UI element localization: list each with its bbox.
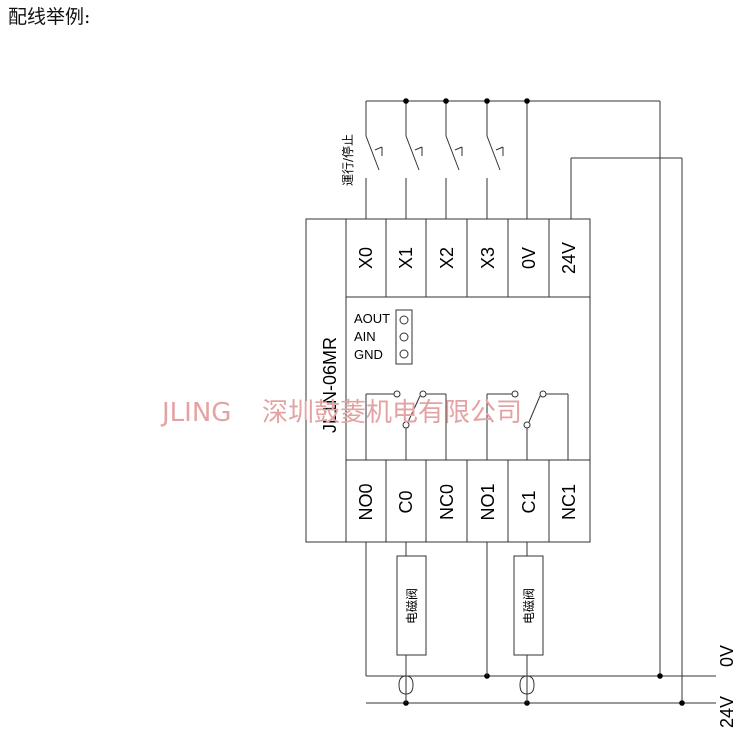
page-title: 配线举例:	[8, 6, 91, 28]
run-stop-switches	[365, 135, 504, 219]
solenoid-valve-2-label: 电磁阀	[521, 588, 536, 624]
terminal-x1: X1	[396, 247, 416, 269]
output-terminal-block	[345, 459, 591, 543]
watermark-company: 深圳鼓菱机电有限公司	[262, 398, 522, 428]
analog-label-aout: AOUT	[354, 311, 390, 326]
watermark-brand: JLING	[160, 398, 231, 428]
output-terminal-dividers	[385, 460, 550, 542]
solenoid-valve-2	[513, 555, 544, 656]
analog-label-ain: AIN	[354, 329, 376, 344]
terminal-0v: 0V	[519, 247, 539, 269]
output-wiring-2	[486, 542, 535, 703]
analog-pin-gnd	[399, 349, 409, 359]
rail-24v-label: 24V	[717, 696, 737, 728]
terminal-no0: NO0	[356, 483, 376, 520]
model-name: JL1N-06MR	[320, 337, 340, 433]
rail-24v	[366, 700, 716, 706]
terminal-no1: NO1	[478, 483, 498, 520]
terminal-c0: C0	[396, 490, 416, 513]
terminal-x3: X3	[478, 247, 498, 269]
solenoid-valve-1	[396, 555, 427, 656]
terminal-x0: X0	[356, 247, 376, 269]
analog-label-gnd: GND	[354, 347, 383, 362]
analog-pin-aout	[399, 315, 409, 325]
terminal-c1: C1	[519, 490, 539, 513]
solenoid-valve-1-label: 电磁阀	[404, 588, 419, 624]
rail-0v	[366, 673, 716, 679]
relay-contact-1	[365, 390, 447, 460]
analog-pin-ain	[399, 332, 409, 342]
input-terminal-dividers	[385, 219, 550, 297]
input-common-wire	[365, 98, 661, 676]
switch-label: 運行/停止	[340, 134, 355, 186]
input-terminal-block	[345, 218, 591, 298]
feed-24v-wire	[570, 157, 683, 703]
terminal-nc0: NC0	[437, 484, 457, 520]
analog-connector	[395, 309, 413, 365]
relay-contact-2	[486, 390, 569, 460]
module-body	[305, 218, 591, 543]
rail-0v-label: 0V	[717, 645, 737, 667]
terminal-x2: X2	[437, 247, 457, 269]
terminal-24v: 24V	[559, 242, 579, 274]
output-wiring-1	[365, 542, 414, 703]
terminal-nc1: NC1	[559, 484, 579, 520]
